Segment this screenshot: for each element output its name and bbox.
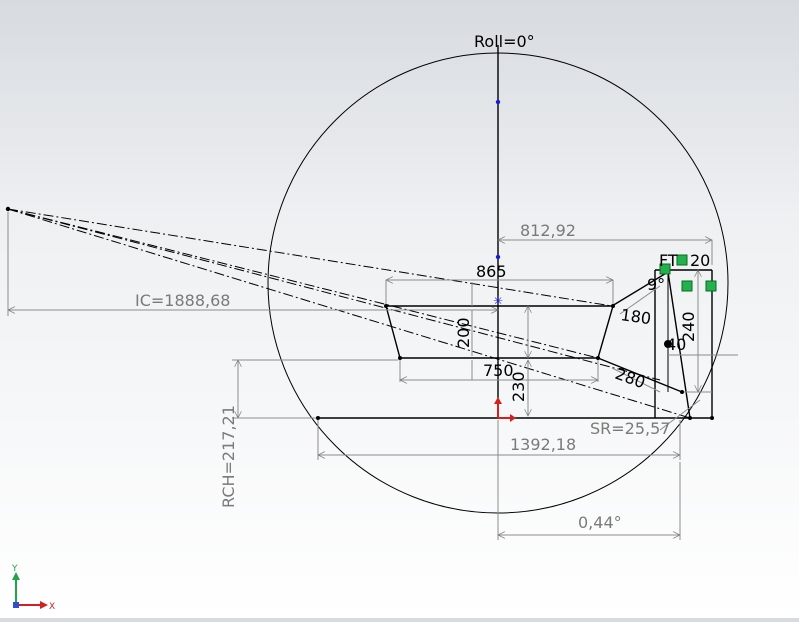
dim-0-44-deg[interactable]: 0,44° xyxy=(578,513,622,532)
reference-triad: Y X xyxy=(11,564,55,612)
relation-badges[interactable] xyxy=(659,254,717,292)
suspension-arms[interactable] xyxy=(597,269,713,419)
dimension-lines xyxy=(8,212,738,540)
chassis-trapezoid[interactable] xyxy=(385,305,614,359)
dim-1392-18[interactable]: 1392,18 xyxy=(510,435,576,454)
sketch-origin xyxy=(494,397,516,422)
dim-280[interactable]: 280 xyxy=(613,364,648,392)
sketch-points[interactable] xyxy=(5,99,714,420)
dim-200[interactable]: 200 xyxy=(454,317,473,348)
centroid-marker: ✳ xyxy=(493,294,503,308)
dim-ic[interactable]: IC=1888,68 xyxy=(135,291,230,310)
dim-180[interactable]: 180 xyxy=(619,305,652,328)
triad-x-label: X xyxy=(49,602,55,612)
dim-rch[interactable]: RCH=217,21 xyxy=(219,405,238,508)
dim-sr[interactable]: SR=25,57 xyxy=(590,419,670,438)
triad-y-label: Y xyxy=(11,564,18,574)
dim-40[interactable]: 40 xyxy=(666,335,686,354)
dim-240[interactable]: 240 xyxy=(679,311,698,342)
dim-812-92[interactable]: 812,92 xyxy=(520,221,576,240)
dim-ft[interactable]: FT xyxy=(659,251,678,270)
dim-750[interactable]: 750 xyxy=(483,361,514,380)
roll-label[interactable]: Roll=0° xyxy=(474,32,535,51)
dim-9-deg[interactable]: 9° xyxy=(647,275,665,294)
dim-230[interactable]: 230 xyxy=(509,371,528,402)
dim-865[interactable]: 865 xyxy=(476,262,507,281)
dim-20[interactable]: 20 xyxy=(690,251,710,270)
